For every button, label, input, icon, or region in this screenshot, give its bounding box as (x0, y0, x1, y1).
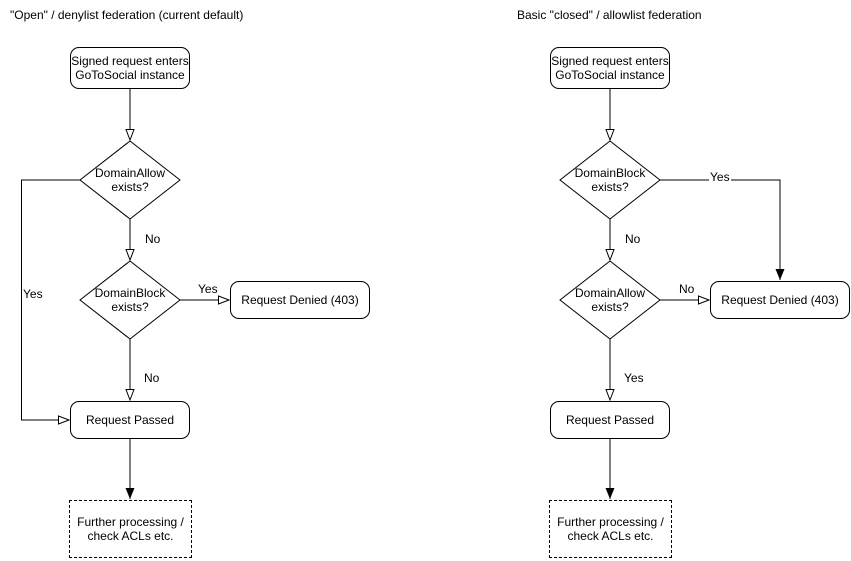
right-domainblock-diamond (559, 140, 661, 220)
left-allow-no-label: No (144, 232, 162, 246)
left-block-no-label: No (143, 371, 161, 385)
right-domainallow-diamond (559, 260, 661, 340)
right-request-passed-node: Request Passed (550, 401, 670, 439)
right-domainblock-label: DomainBlock exists? (574, 166, 646, 194)
right-edge-domainblock-yes-to-denied (660, 179, 785, 280)
right-block-no-label: No (624, 232, 642, 246)
left-request-denied-node: Request Denied (403) (230, 281, 370, 319)
right-allow-no-label: No (678, 282, 696, 296)
right-entry-node: Signed request enters GoToSocial instanc… (550, 47, 670, 89)
right-domainallow-label: DomainAllow exists? (574, 286, 646, 314)
left-entry-node: Signed request enters GoToSocial instanc… (70, 47, 190, 89)
left-request-passed-node: Request Passed (70, 401, 190, 439)
left-domainblock-diamond (79, 260, 181, 340)
left-further-processing-node: Further processing / check ACLs etc. (69, 500, 192, 558)
left-domainblock-label: DomainBlock exists? (94, 286, 166, 314)
right-diagram-title: Basic "closed" / allowlist federation (517, 8, 702, 22)
left-edge-domainallow-yes-to-passed (21, 179, 80, 425)
right-allow-yes-label: Yes (623, 371, 645, 385)
left-domainallow-diamond (79, 140, 181, 220)
left-block-yes-label: Yes (197, 282, 219, 296)
left-diagram-title: "Open" / denylist federation (current de… (10, 8, 244, 22)
right-block-yes-label: Yes (709, 170, 731, 184)
left-allow-yes-label: Yes (22, 287, 44, 301)
right-further-processing-node: Further processing / check ACLs etc. (549, 500, 672, 558)
left-domainallow-label: DomainAllow exists? (94, 166, 166, 194)
right-request-denied-node: Request Denied (403) (710, 281, 850, 319)
